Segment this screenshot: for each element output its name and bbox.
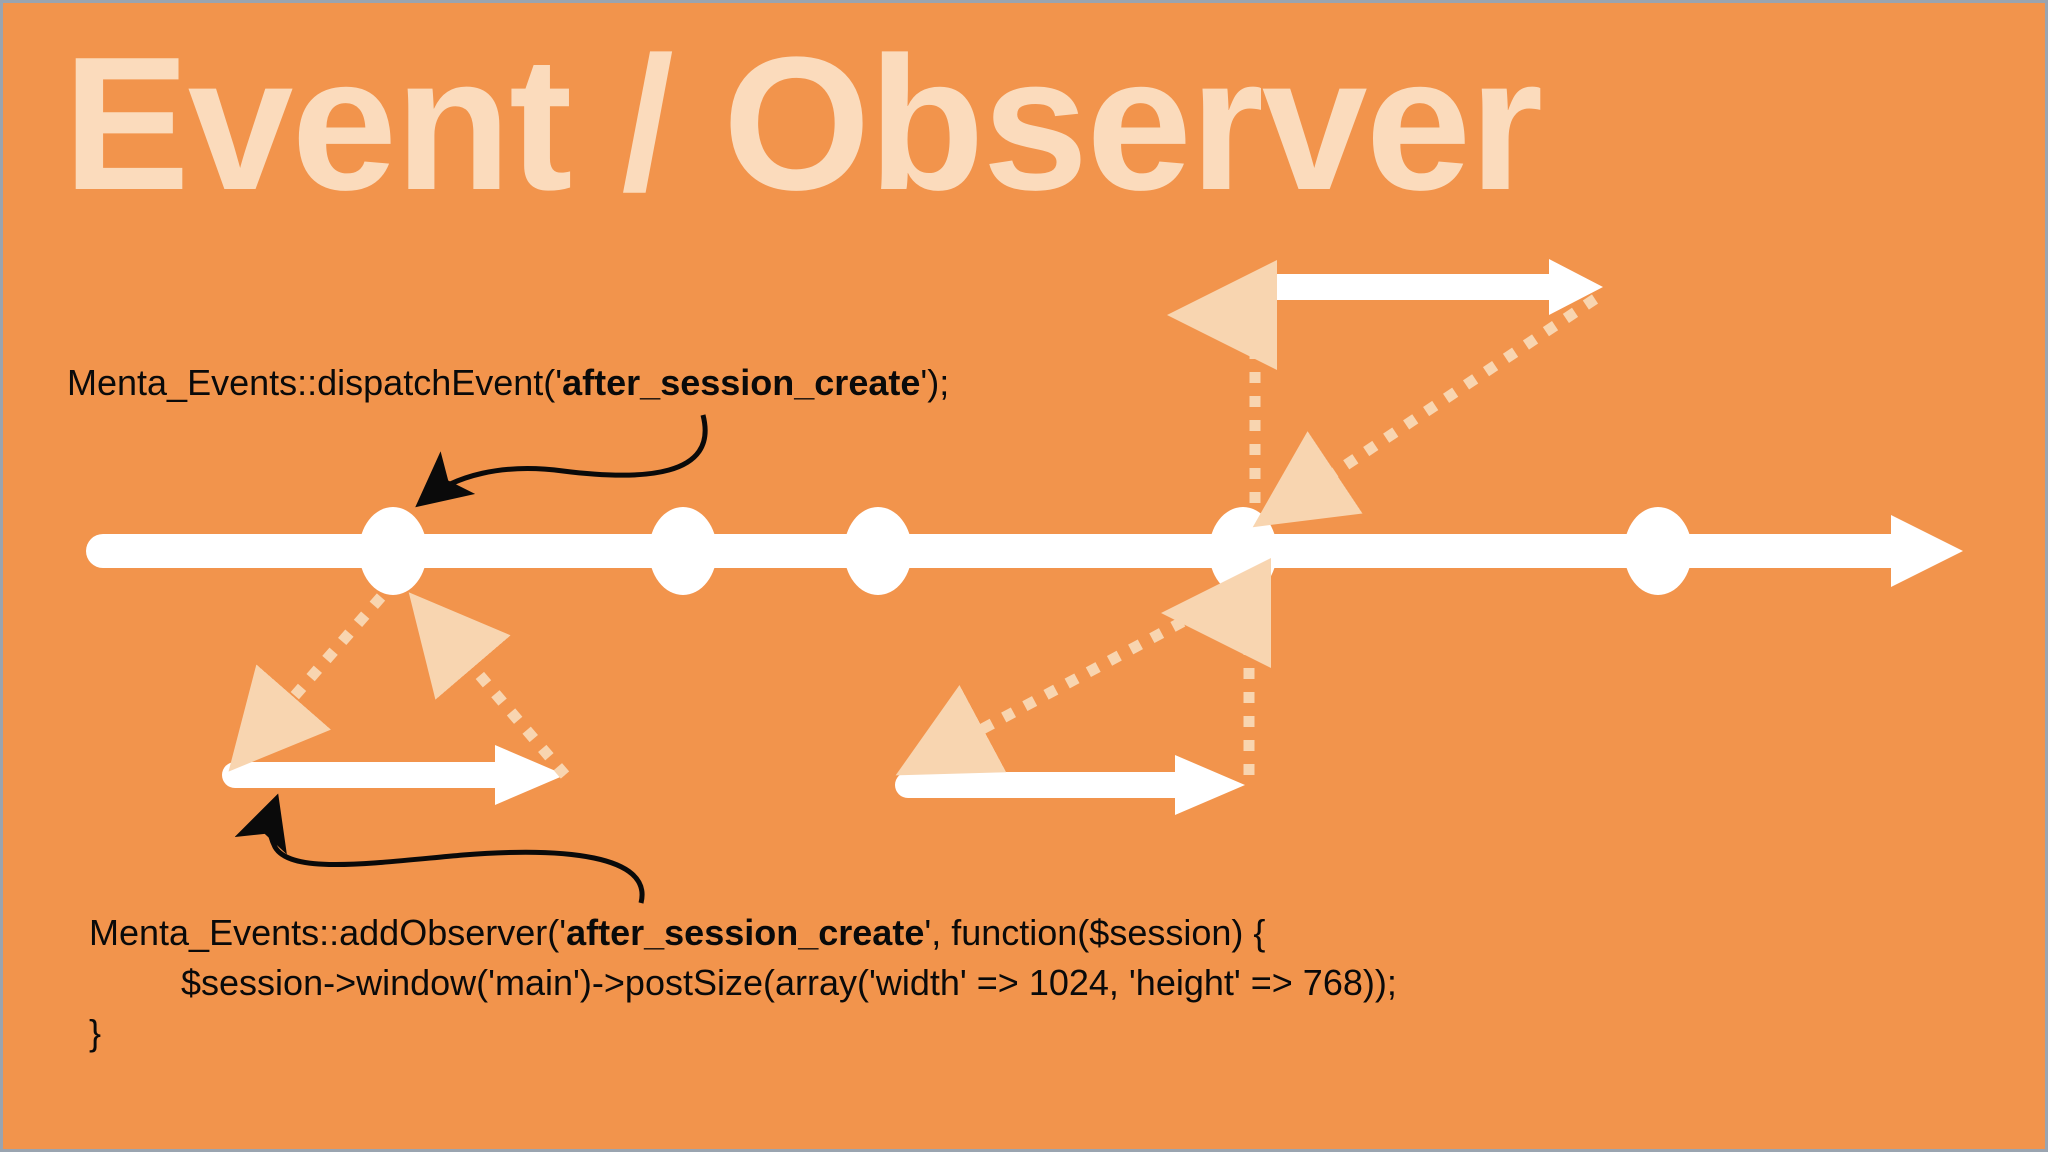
- branch-upper-right-arrowhead-icon: [1549, 259, 1603, 315]
- timeline-node-2[interactable]: [649, 507, 717, 595]
- dotted-dispatch-down-right: [1252, 294, 1599, 528]
- code-add-observer-line-1: Menta_Events::addObserver('after_session…: [89, 915, 1265, 951]
- timeline-node-3[interactable]: [844, 507, 912, 595]
- branch-lower-left-arrowhead-icon: [495, 745, 565, 805]
- branch-lower-middle: [895, 755, 1245, 815]
- code-observer-prefix: Menta_Events::addObserver(': [89, 912, 567, 953]
- timeline-node-5[interactable]: [1624, 507, 1692, 595]
- code-observer-suffix: ', function($session) {: [924, 912, 1266, 953]
- code-dispatch-suffix: ');: [920, 362, 950, 403]
- branch-lower-left: [222, 745, 565, 805]
- code-dispatch-prefix: Menta_Events::dispatchEvent(': [67, 362, 563, 403]
- diagram-layer: [86, 259, 1963, 904]
- code-dispatch-event: Menta_Events::dispatchEvent('after_sessi…: [67, 365, 949, 401]
- timeline-arrowhead-icon: [1891, 515, 1963, 587]
- code-observer-event-name: after_session_create: [566, 912, 925, 953]
- code-add-observer-line-3: }: [89, 1012, 102, 1053]
- timeline-node-4[interactable]: [1209, 507, 1277, 595]
- dotted-dispatch-down-left: [228, 593, 386, 772]
- dispatch-callout-arrow: [415, 414, 708, 508]
- dotted-return-up-left: [408, 592, 570, 779]
- code-add-observer-line-2: $session->window('main')->postSize(array…: [181, 962, 1397, 1003]
- main-timeline: [86, 507, 1963, 595]
- code-dispatch-event-name: after_session_create: [562, 362, 921, 403]
- branch-lower-middle-arrowhead-icon: [1175, 755, 1245, 815]
- timeline-node-1[interactable]: [359, 507, 427, 595]
- branch-upper-right: [1242, 259, 1603, 315]
- page-title: Event / Observer: [63, 18, 1543, 230]
- dotted-dispatch-down-middle: [895, 594, 1228, 776]
- observer-callout-arrow: [234, 793, 645, 904]
